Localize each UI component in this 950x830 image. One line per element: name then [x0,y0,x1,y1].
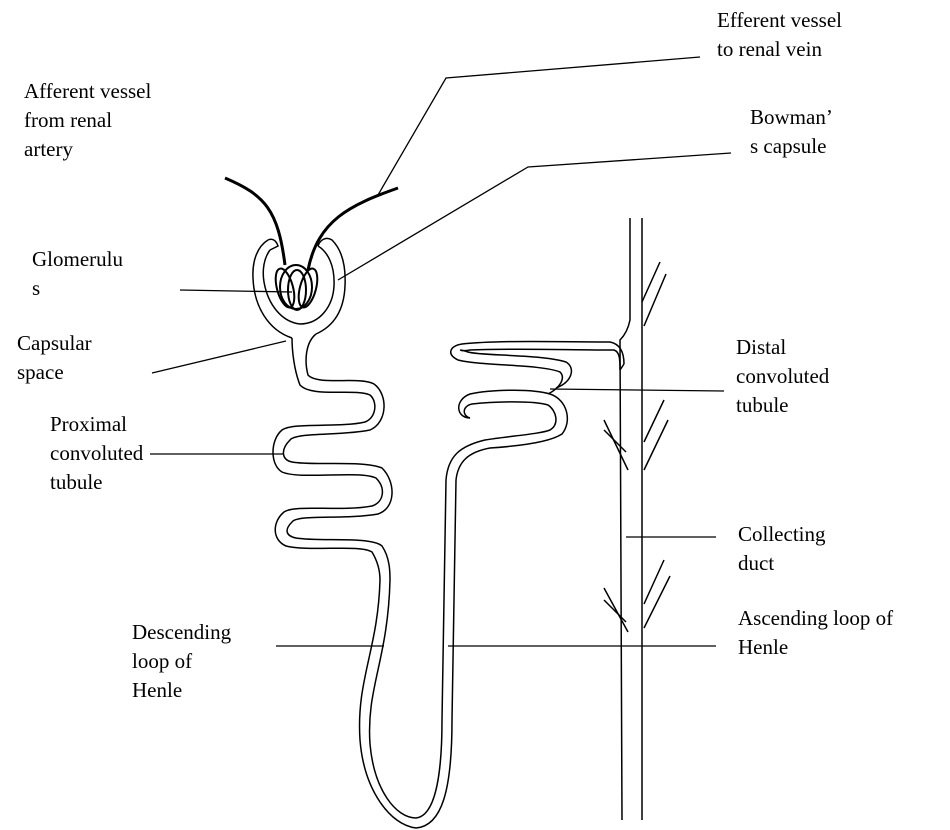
collecting-duct [604,218,670,820]
distal-label: Distal convoluted tubule [736,333,829,420]
distal-leader [550,389,724,391]
leader-lines [150,57,731,646]
loop-of-henle [360,480,456,828]
capsular-label: Capsular space [17,329,92,387]
descending-label: Descending loop of Henle [132,618,231,705]
afferent-label: Afferent vessel from renal artery [24,77,151,164]
efferent-label: Efferent vessel to renal vein [717,6,842,64]
glomerulus-label: Glomerulu s [32,245,123,303]
bowman-leader [338,153,731,280]
glomerulus-leader [180,290,292,292]
ascending-label: Ascending loop of Henle [738,604,893,662]
efferent-vessel [308,188,398,270]
proximal-label: Proximal convoluted tubule [50,410,143,497]
bowman-label: Bowman’ s capsule [750,103,833,161]
collecting-label: Collecting duct [738,520,826,578]
proximal-convoluted-tubule [273,334,392,580]
afferent-vessel [225,178,285,265]
efferent-leader [378,57,700,195]
capsular-leader [152,341,286,373]
glomerulus-coil [272,265,321,310]
distal-convoluted-tubule [446,342,624,481]
